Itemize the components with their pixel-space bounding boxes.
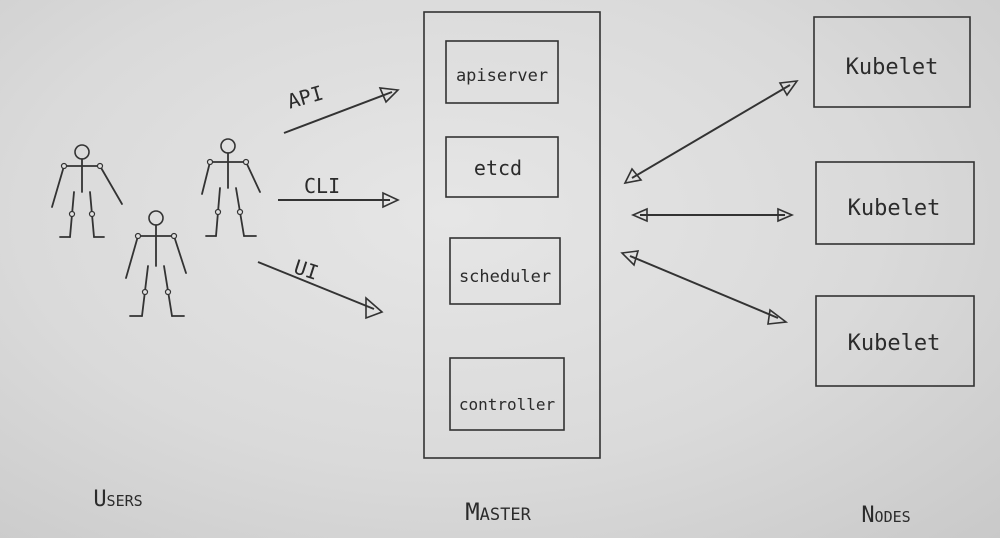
node-1-label: Kubelet <box>846 55 939 80</box>
node-1-link <box>623 79 799 185</box>
user-figure-1 <box>51 144 123 238</box>
apiserver-box <box>445 40 559 104</box>
ui-arrow <box>257 261 384 320</box>
nodes-column-label: Nodes <box>861 503 910 528</box>
api-arrow <box>283 87 400 134</box>
controller-box <box>449 357 565 431</box>
controller-label: controller <box>459 395 556 414</box>
scheduler-label: scheduler <box>459 267 551 287</box>
etcd-box <box>445 136 559 198</box>
node-2-box <box>815 161 975 245</box>
user-figure-2 <box>125 210 187 317</box>
cli-arrow <box>278 191 400 209</box>
node-1-box <box>813 16 971 108</box>
node-3-box <box>815 295 975 387</box>
scheduler-box <box>449 237 561 305</box>
apiserver-label: apiserver <box>456 66 548 86</box>
node-3-link <box>620 250 789 325</box>
user-figure-3 <box>201 138 261 237</box>
master-container <box>423 11 601 459</box>
node-2-link <box>630 207 795 223</box>
master-column-label: Master <box>465 498 531 526</box>
etcd-label: etcd <box>474 156 522 180</box>
node-2-label: Kubelet <box>848 196 941 221</box>
users-column-label: Users <box>93 487 142 512</box>
cli-label: CLI <box>304 174 340 198</box>
ui-label: UI <box>291 255 321 285</box>
node-3-label: Kubelet <box>848 331 941 356</box>
api-label: API <box>285 81 326 114</box>
